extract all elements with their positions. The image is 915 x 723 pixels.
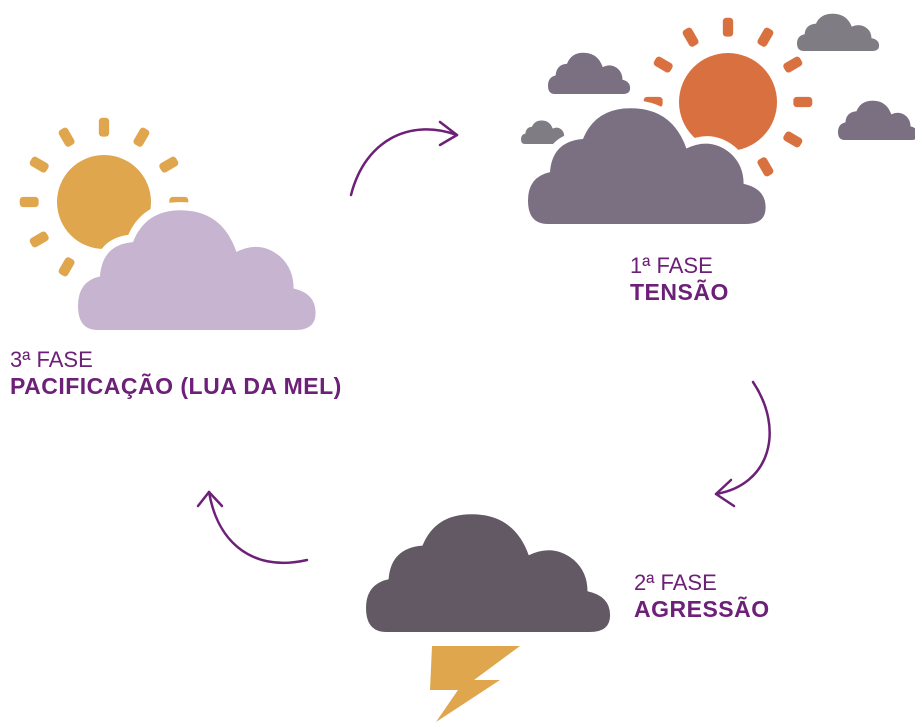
small-cloud-icon <box>797 13 880 52</box>
phase1-weather-icon <box>521 13 915 224</box>
small-cloud-icon <box>838 100 915 140</box>
phase1-label: 1ª FASE TENSÃO <box>630 253 729 307</box>
phase1-name: TENSÃO <box>630 279 729 306</box>
phase3-sun-icon <box>19 117 189 287</box>
phase2-number: 2ª FASE <box>634 570 717 595</box>
lightning-bolt-icon <box>430 646 520 722</box>
phase2-label: 2ª FASE AGRESSÃO <box>634 570 770 624</box>
phase1-sun-icon <box>643 17 813 187</box>
phase1-number: 1ª FASE <box>630 253 713 278</box>
phase3-label: 3ª FASE PACIFICAÇÃO (LUA DA MEL) <box>10 347 342 401</box>
arrow-phase2-to-phase3 <box>196 490 309 565</box>
small-cloud-icon <box>548 52 631 94</box>
arrow-phase1-to-phase2 <box>714 380 771 508</box>
phase3-name: PACIFICAÇÃO (LUA DA MEL) <box>10 373 342 400</box>
storm-cloud-icon <box>366 514 611 632</box>
arrow-phase3-to-phase1 <box>349 120 459 197</box>
phase2-weather-icon <box>366 514 611 722</box>
phase2-name: AGRESSÃO <box>634 596 770 623</box>
phase3-weather-icon <box>19 117 318 330</box>
phase3-number: 3ª FASE <box>10 347 93 372</box>
